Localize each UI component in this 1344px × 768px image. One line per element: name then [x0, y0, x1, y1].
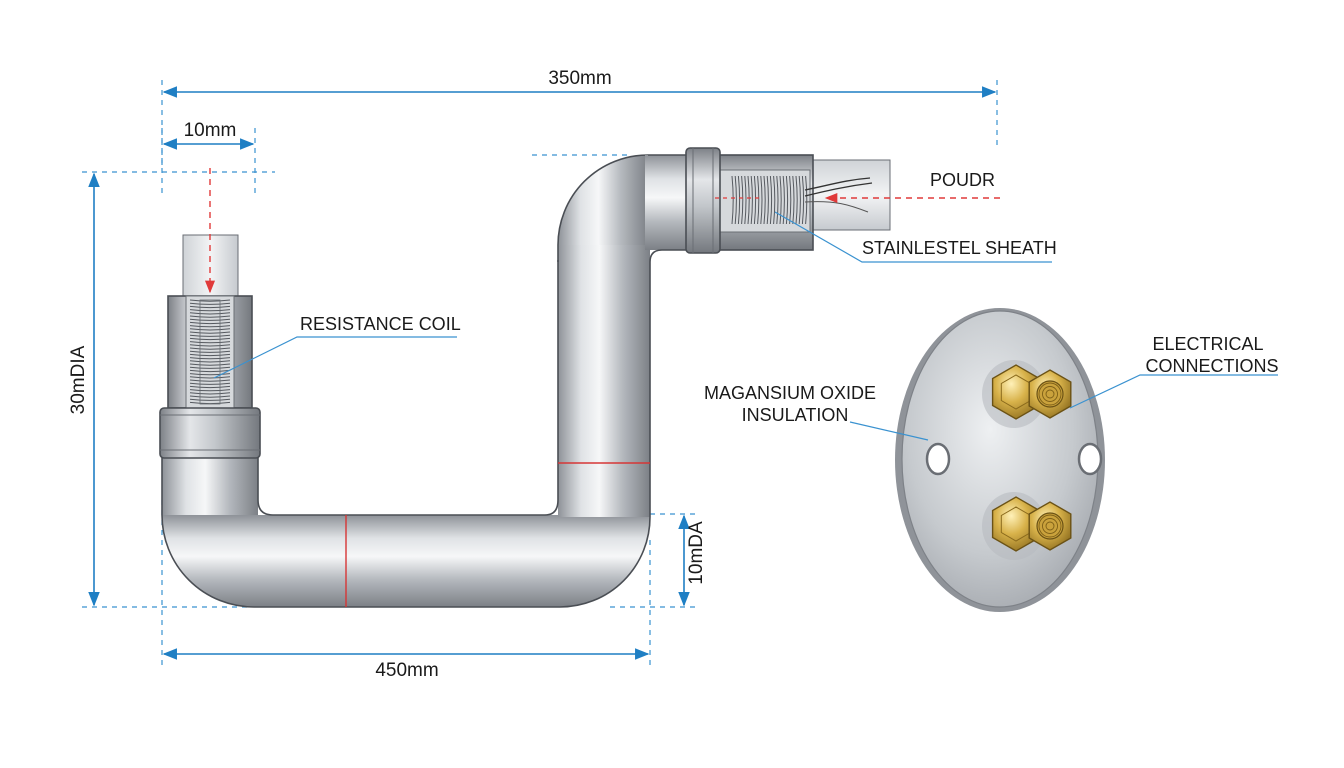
terminal-flange-plate — [895, 308, 1105, 612]
dim-small-top-label: 10mm — [184, 120, 237, 141]
right-terminal-assembly — [685, 147, 891, 254]
heater-tube — [161, 154, 690, 608]
mounting-hole-left — [925, 442, 951, 476]
resistance-coil-right — [731, 175, 808, 225]
powder-label: POUDR — [930, 170, 995, 190]
dim-top-label: 350mm — [548, 68, 611, 89]
dimension-30mdia: 30mDIA — [68, 171, 275, 608]
dimension-350mm: 350mm — [161, 68, 998, 170]
electrical-label-line2: CONNECTIONS — [1145, 356, 1278, 376]
sheath-label: STAINLESTEL SHEATH — [862, 238, 1057, 258]
dim-right-vertical-label: 10mDA — [686, 521, 707, 585]
left-terminal-assembly — [159, 234, 261, 459]
dimension-450mm: 450mm — [161, 500, 651, 681]
insulation-label-line1: MAGANSIUM OXIDE — [704, 383, 876, 403]
callout-sheath: STAINLESTEL SHEATH — [774, 211, 1057, 263]
insulation-label-line2: INSULATION — [742, 405, 849, 425]
callout-powder: POUDR — [930, 170, 995, 190]
electrical-label-line1: ELECTRICAL — [1152, 334, 1263, 354]
resistance-coil-left — [189, 299, 231, 405]
terminal-post-upper — [982, 360, 1072, 428]
callout-insulation: MAGANSIUM OXIDE INSULATION — [704, 383, 929, 441]
dim-left-vertical-label: 30mDIA — [68, 345, 89, 414]
dimension-10mm-top: 10mm — [161, 120, 256, 195]
callout-electrical-connections: ELECTRICAL CONNECTIONS — [1069, 334, 1279, 409]
mounting-hole-right — [1077, 442, 1103, 476]
callout-resistance-coil: RESISTANCE COIL — [213, 314, 461, 379]
dim-bottom-label: 450mm — [375, 660, 438, 681]
resistance-coil-label: RESISTANCE COIL — [300, 314, 461, 334]
terminal-post-lower — [982, 492, 1072, 560]
